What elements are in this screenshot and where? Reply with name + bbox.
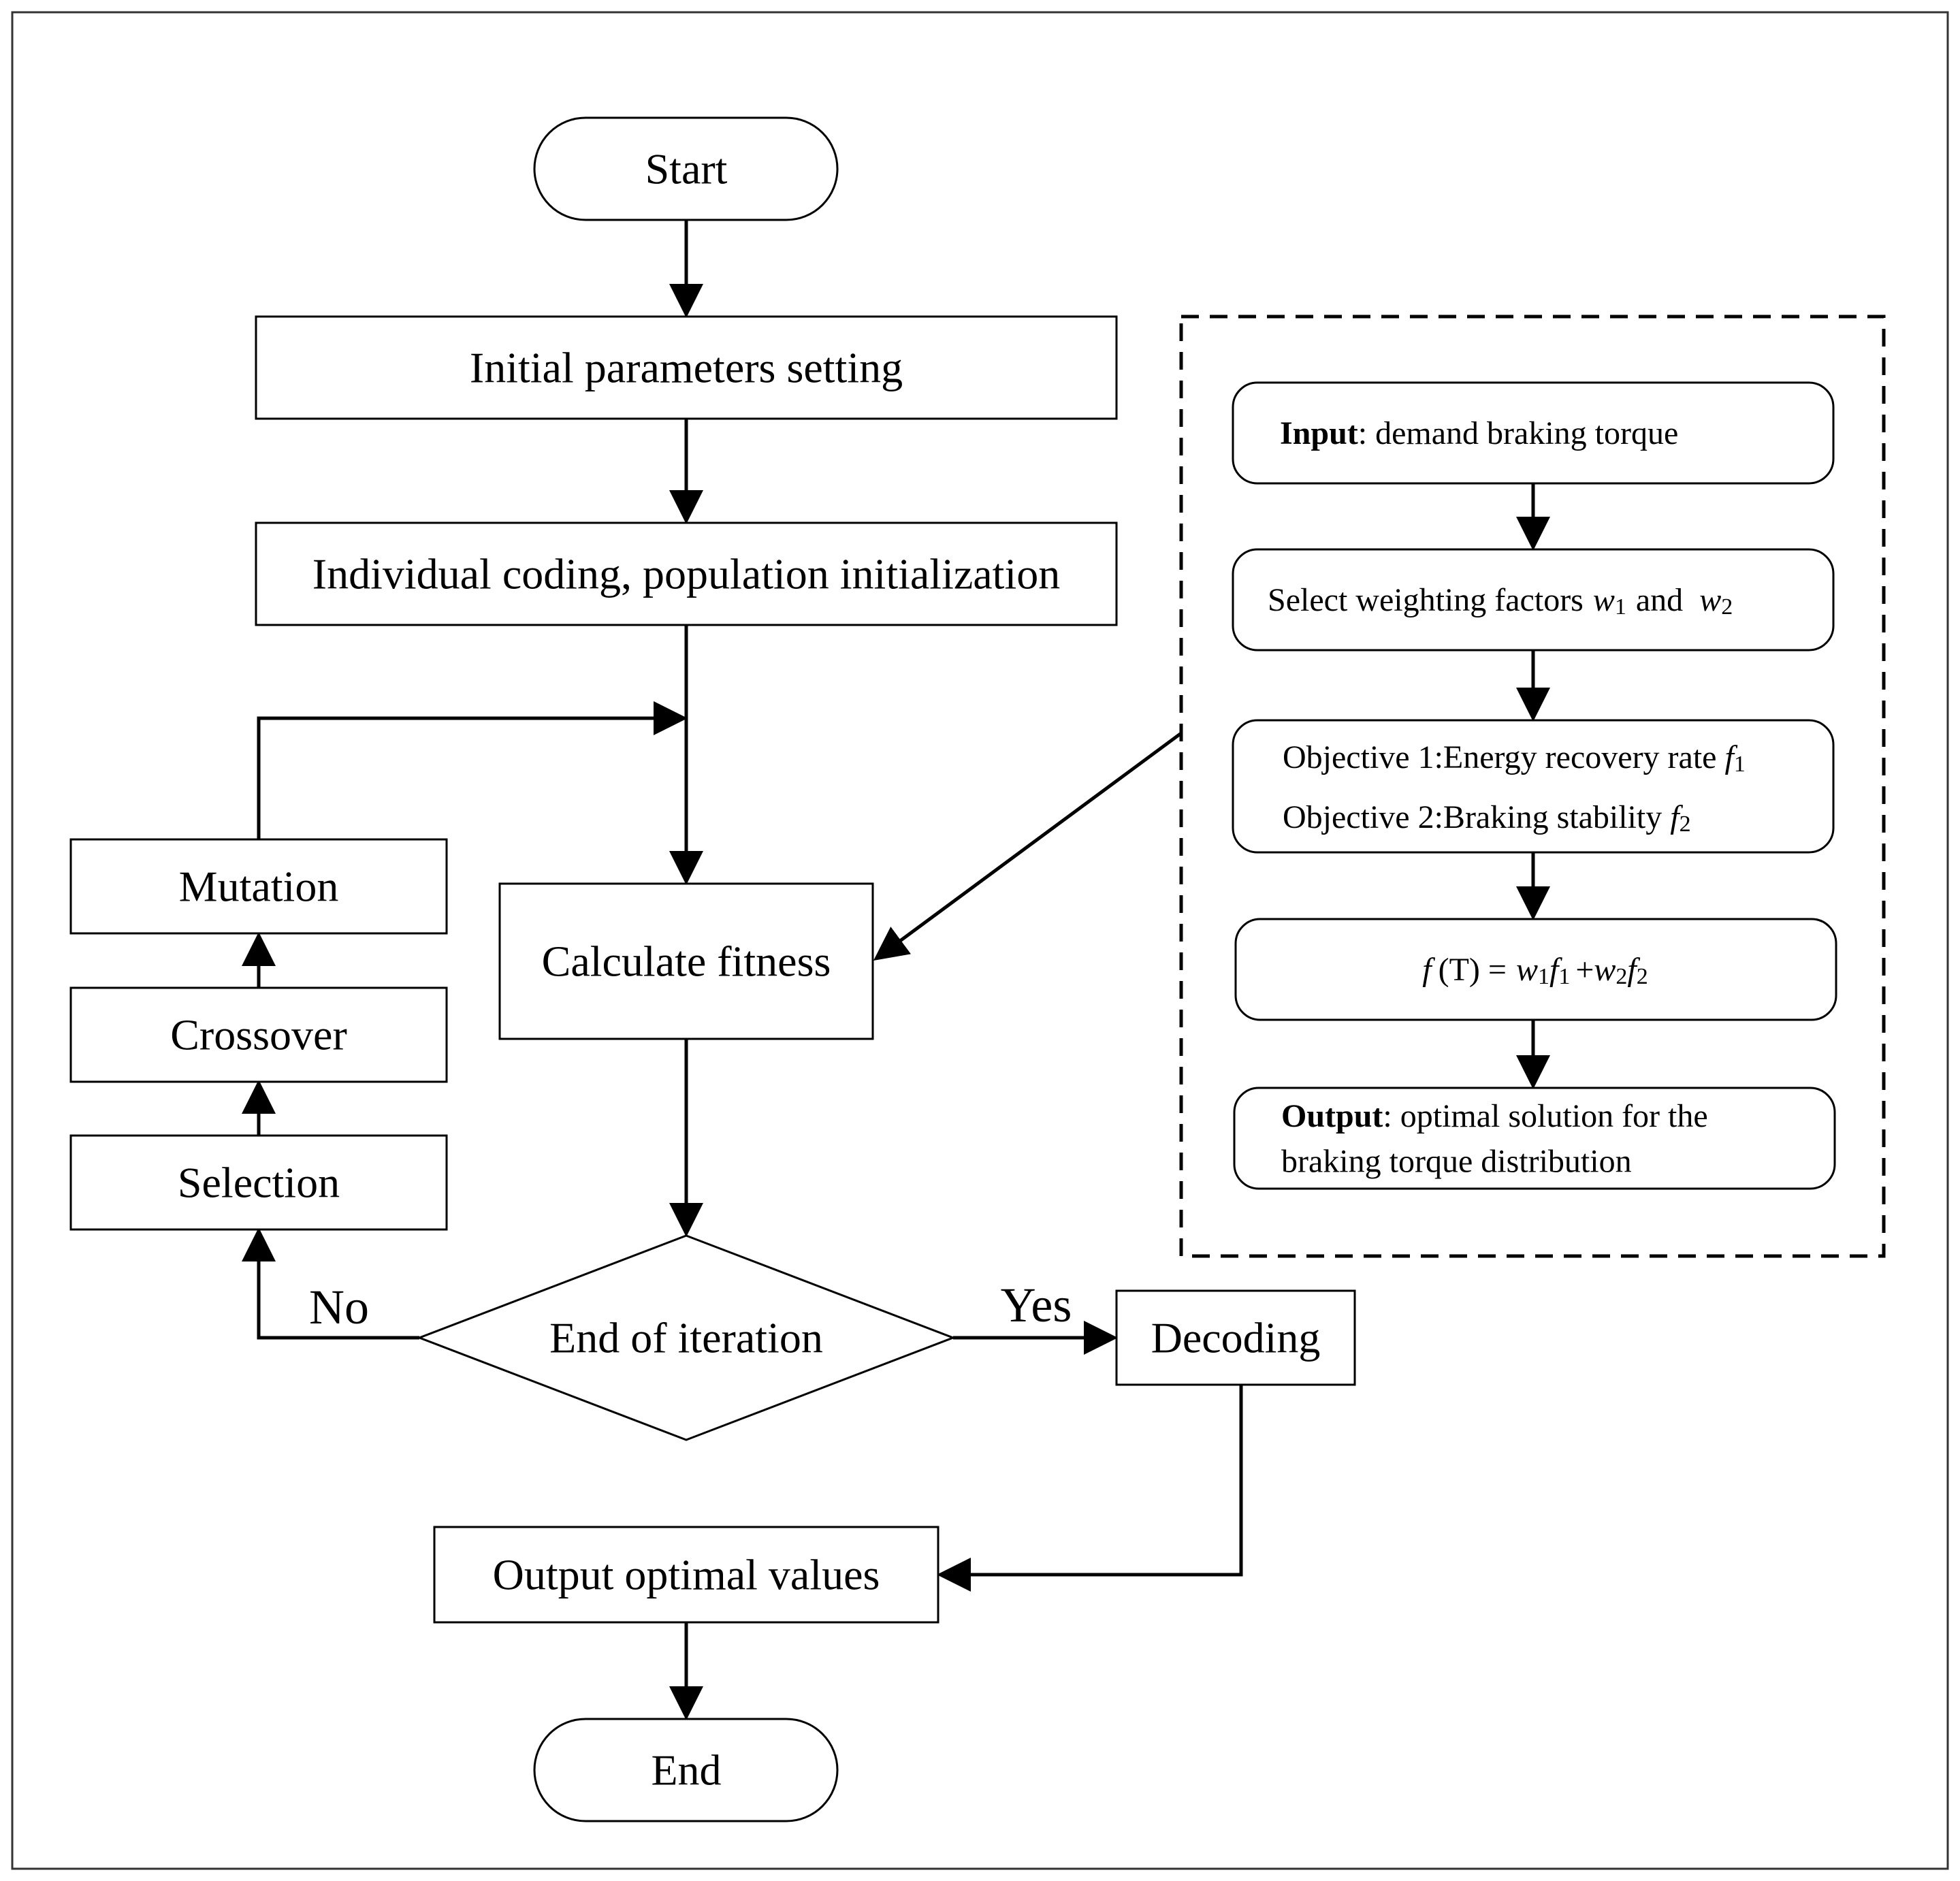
output-optimal-node: Output optimal values bbox=[433, 1526, 939, 1624]
output-solution-line1: Output: optimal solution for the bbox=[1281, 1098, 1708, 1134]
formula-w2-subscript: 2 bbox=[1616, 964, 1627, 989]
no-label: No bbox=[309, 1280, 369, 1334]
coding-label: Individual coding, population initializa… bbox=[312, 550, 1060, 598]
formula-T-equals: (T) = bbox=[1439, 952, 1507, 988]
formula-plus: + bbox=[1575, 952, 1594, 988]
crossover-node: Crossover bbox=[69, 986, 448, 1083]
calc-fitness-node: Calculate fitness bbox=[498, 882, 874, 1040]
weight-w2-subscript: 2 bbox=[1721, 594, 1733, 620]
end-label: End bbox=[651, 1746, 721, 1795]
formula-f1-subscript: 1 bbox=[1558, 964, 1570, 989]
output-solution-node: Output: optimal solution for the braking… bbox=[1233, 1087, 1836, 1190]
input-label: Input bbox=[1280, 415, 1358, 451]
input-demand-text: Input: demand braking torque bbox=[1280, 415, 1678, 451]
formula-f2-subscript: 2 bbox=[1637, 964, 1648, 989]
formula-w1: w bbox=[1516, 952, 1538, 988]
fitness-detail-dashed-box bbox=[1179, 315, 1886, 1258]
end-iteration-decision: End of iteration bbox=[416, 1234, 957, 1441]
input-description: : demand braking torque bbox=[1358, 415, 1679, 451]
coding-node: Individual coding, population initializa… bbox=[255, 521, 1118, 626]
crossover-label: Crossover bbox=[170, 1011, 347, 1059]
fitness-formula-text: f(T) =w1f1+w2f2 bbox=[1422, 952, 1648, 989]
yes-label: Yes bbox=[1001, 1278, 1072, 1332]
objective-2-subscript: 2 bbox=[1680, 811, 1691, 837]
mutation-label: Mutation bbox=[179, 863, 339, 911]
init-params-label: Initial parameters setting bbox=[470, 344, 903, 392]
mutation-node: Mutation bbox=[69, 838, 448, 935]
output-label: Output bbox=[1281, 1098, 1383, 1134]
objective-1-label: Objective 1:Energy recovery rate bbox=[1283, 739, 1716, 775]
and-text: and bbox=[1636, 582, 1683, 618]
figure-border bbox=[11, 11, 1949, 1870]
end-node: End bbox=[533, 1718, 839, 1822]
calc-fitness-label: Calculate fitness bbox=[542, 937, 831, 986]
start-label: Start bbox=[645, 145, 728, 193]
decoding-node: Decoding bbox=[1115, 1289, 1356, 1386]
weight-w2-symbol: w bbox=[1699, 582, 1721, 618]
arrow-detail-to-fitness bbox=[873, 731, 1183, 961]
arrow-decoding-to-output bbox=[937, 1385, 1243, 1592]
arrow-mutation-to-loop bbox=[257, 701, 688, 839]
init-params-node: Initial parameters setting bbox=[255, 315, 1118, 420]
end-iteration-label: End of iteration bbox=[549, 1314, 823, 1362]
fitness-formula-node: f(T) =w1f1+w2f2 bbox=[1234, 918, 1837, 1021]
formula-w2: w bbox=[1594, 952, 1616, 988]
weight-w1-symbol: w bbox=[1593, 582, 1615, 618]
arrow-decision-to-selection bbox=[242, 1227, 419, 1340]
formula-w1-subscript: 1 bbox=[1538, 964, 1549, 989]
weight-w1-subscript: 1 bbox=[1615, 594, 1626, 620]
start-node: Start bbox=[533, 116, 839, 221]
objective-2-label: Objective 2:Braking stability bbox=[1283, 799, 1662, 835]
input-demand-node: Input: demand braking torque bbox=[1232, 381, 1835, 485]
selection-node: Selection bbox=[69, 1134, 448, 1231]
selection-label: Selection bbox=[178, 1159, 340, 1207]
output-solution-line2: braking torque distribution bbox=[1281, 1144, 1632, 1180]
decoding-label: Decoding bbox=[1151, 1314, 1321, 1362]
objective-1-subscript: 1 bbox=[1734, 752, 1746, 777]
output-optimal-label: Output optimal values bbox=[493, 1551, 880, 1599]
select-weights-label: Select weighting factors bbox=[1268, 582, 1584, 618]
output-description-line1: : optimal solution for the bbox=[1383, 1098, 1707, 1134]
